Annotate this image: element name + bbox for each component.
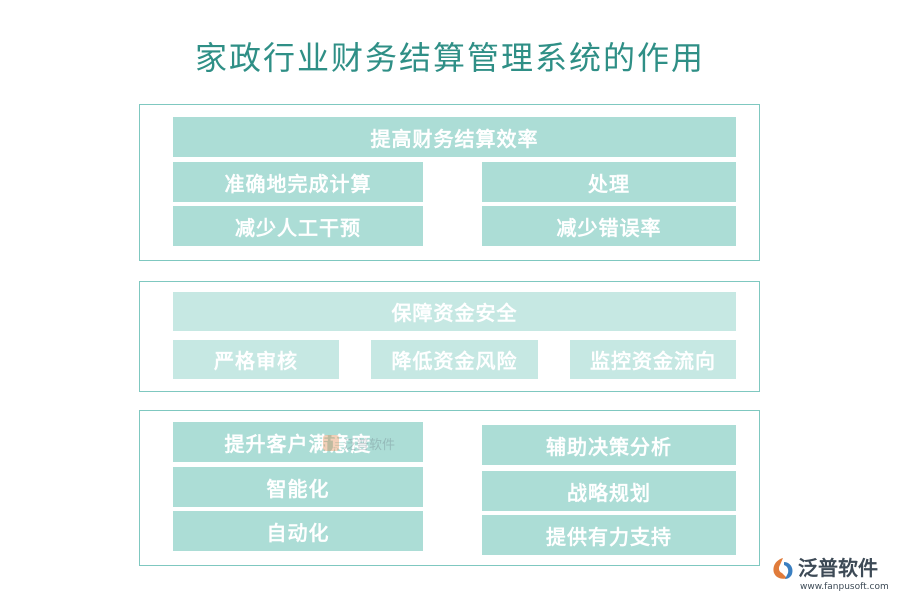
header-fund-security: 保障资金安全 xyxy=(173,292,736,331)
brand-name: 泛普软件 xyxy=(798,556,878,580)
item-customer-satisfaction: 提升客户满意度 xyxy=(173,422,423,462)
item-decision-analysis: 辅助决策分析 xyxy=(482,425,736,465)
watermark-text: 泛普软件 xyxy=(343,437,396,453)
item-reduce-risk: 降低资金风险 xyxy=(371,340,538,379)
watermark-logo: 泛普软件 xyxy=(323,428,413,458)
item-processing: 处理 xyxy=(482,162,736,202)
item-accurate-calc: 准确地完成计算 xyxy=(173,162,423,202)
header-efficiency: 提高财务结算效率 xyxy=(173,117,736,157)
item-intelligent: 智能化 xyxy=(173,467,423,507)
item-reduce-errors: 减少错误率 xyxy=(482,206,736,246)
item-automation: 自动化 xyxy=(173,511,423,551)
brand-url: www.fanpusoft.com xyxy=(800,582,889,592)
item-strong-support: 提供有力支持 xyxy=(482,515,736,555)
watermark-logo-icon xyxy=(323,435,339,451)
brand-logo-icon xyxy=(773,558,793,579)
item-monitor-flow: 监控资金流向 xyxy=(570,340,736,379)
brand-logo: 泛普软件 www.fanpusoft.com xyxy=(770,554,892,594)
item-reduce-manual: 减少人工干预 xyxy=(173,206,423,246)
item-strict-audit: 严格审核 xyxy=(173,340,339,379)
item-strategic-planning: 战略规划 xyxy=(482,471,736,511)
diagram-title: 家政行业财务结算管理系统的作用 xyxy=(194,39,705,77)
